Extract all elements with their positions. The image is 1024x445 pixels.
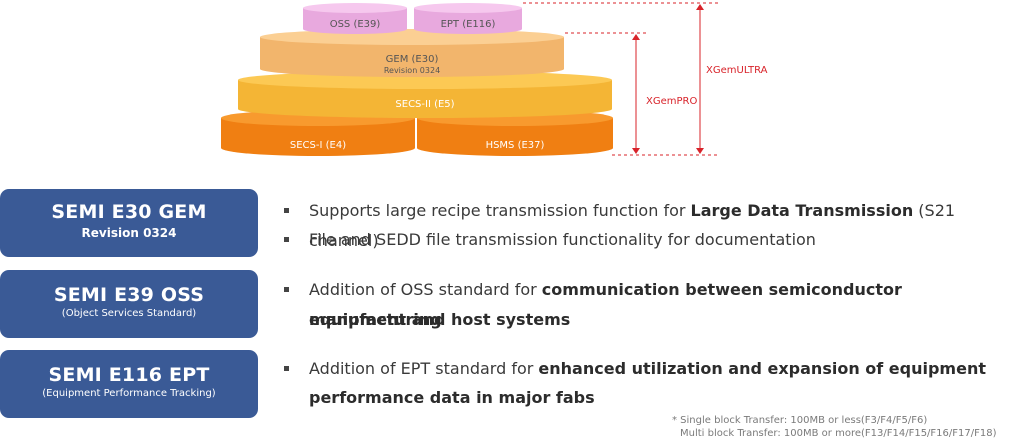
- layer-gem: GEM (E30) Revision 0324: [260, 29, 564, 77]
- xgempro-bracket: [632, 34, 640, 154]
- semi-e30-gem-box: SEMI E30 GEM Revision 0324: [0, 189, 258, 257]
- semi-e39-oss-box: SEMI E39 OSS (Object Services Standard): [0, 270, 258, 338]
- layer-gem-label: GEM (E30): [386, 54, 439, 65]
- bullet-item: Addition of OSS standard for communicati…: [284, 275, 1004, 335]
- layer-ept-label: EPT (E116): [441, 19, 496, 30]
- section-subtitle: (Object Services Standard): [61, 308, 197, 319]
- layer-oss: OSS (E39): [303, 3, 407, 34]
- section-subtitle: Revision 0324: [81, 226, 177, 240]
- protocol-stack-diagram: SECS-I (E4) HSMS (E37) SECS-II (E5) GEM …: [221, 2, 768, 156]
- layer-secs2: SECS-II (E5): [238, 71, 612, 118]
- layer-hsms-label: HSMS (E37): [486, 140, 545, 151]
- bullet-continuation: equipment and host systems: [309, 310, 571, 329]
- footnote-line-1: * Single block Transfer: 100MB or less(F…: [672, 415, 928, 426]
- layer-gem-sublabel: Revision 0324: [384, 66, 440, 75]
- footnote-line-2: Multi block Transfer: 100MB or more(F13/…: [680, 428, 997, 439]
- section-subtitle: (Equipment Performance Tracking): [42, 388, 216, 399]
- layer-secs1-label: SECS-I (E4): [290, 140, 346, 151]
- layer-secs2-label: SECS-II (E5): [395, 99, 454, 110]
- xgemultra-label: XGemULTRA: [706, 65, 768, 76]
- layer-oss-label: OSS (E39): [330, 19, 381, 30]
- xgemultra-bracket: [696, 4, 704, 154]
- bullet-item: Supports large recipe transmission funct…: [284, 196, 1004, 256]
- bullet-item: Addition of EPT standard for enhanced ut…: [284, 354, 1004, 384]
- semi-e116-ept-box: SEMI E116 EPT (Equipment Performance Tra…: [0, 350, 258, 418]
- section-title: SEMI E39 OSS: [53, 284, 205, 306]
- xgempro-label: XGemPRO: [646, 96, 697, 107]
- footnote: * Single block Transfer: 100MB or less(F…: [672, 414, 997, 440]
- section-title: SEMI E30 GEM: [51, 201, 207, 223]
- bullet-item: File and SEDD file transmission function…: [284, 225, 1004, 255]
- layer-ept: EPT (E116): [414, 3, 522, 34]
- section-title: SEMI E116 EPT: [48, 364, 210, 386]
- bullet-continuation: performance data in major fabs: [309, 388, 595, 407]
